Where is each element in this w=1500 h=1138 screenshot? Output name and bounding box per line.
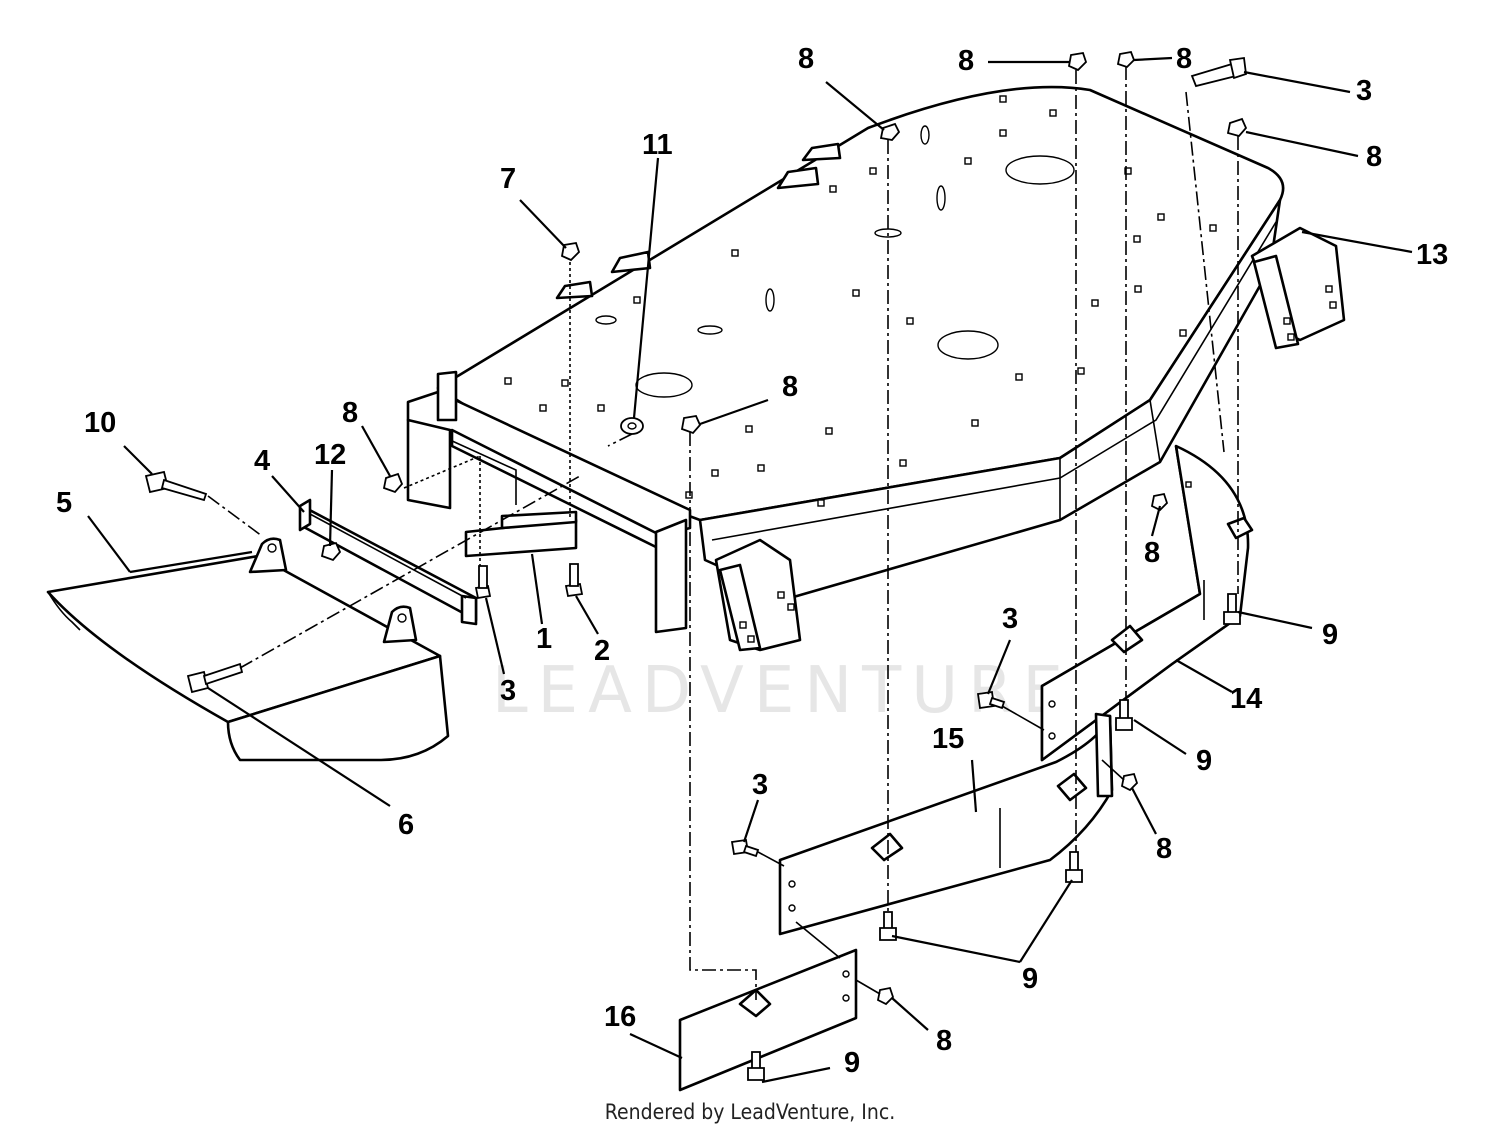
callout-label: 8 <box>1366 141 1382 173</box>
discharge-chute <box>46 554 450 762</box>
nut-icon <box>320 541 342 562</box>
rear-baffle-14 <box>1040 444 1254 762</box>
callout-label: 4 <box>254 445 270 477</box>
callout-label: 6 <box>398 809 414 841</box>
nut-icon <box>1120 772 1139 792</box>
callout-label: 13 <box>1416 239 1448 271</box>
callout-label: 8 <box>958 45 974 77</box>
bolt-icon <box>976 690 1006 710</box>
leader-lines <box>87 56 1413 1084</box>
callout-label: 9 <box>1196 745 1212 777</box>
callout-label: 8 <box>1156 833 1172 865</box>
spindle-opening <box>635 372 693 398</box>
callout-label: 8 <box>798 43 814 75</box>
baffle-plate <box>464 510 578 558</box>
callout-label: 8 <box>936 1025 952 1057</box>
callout-label: 12 <box>314 439 346 471</box>
callout-label: 1 <box>536 623 552 655</box>
watermark-text: LEADVENTURE <box>492 654 1073 728</box>
callout-label: 3 <box>752 769 768 801</box>
alignment-lines <box>207 66 1239 1000</box>
nut-icon <box>382 472 404 494</box>
spindle-opening <box>1005 155 1075 185</box>
callout-label: 3 <box>1356 75 1372 107</box>
wheel-bracket-left <box>714 538 802 652</box>
nut-icon <box>1116 50 1136 69</box>
callout-label: 11 <box>642 129 673 161</box>
callout-label: 16 <box>604 1001 636 1033</box>
washer-icon <box>620 417 644 435</box>
nut-icon <box>1226 117 1248 138</box>
callout-label: 9 <box>1022 963 1038 995</box>
callout-label: 14 <box>1230 683 1262 715</box>
callout-numbers: 8 8 8 3 8 11 7 13 8 10 8 4 12 5 8 1 2 3 … <box>56 43 1448 1079</box>
nut-icon <box>680 414 702 435</box>
hardware <box>144 50 1248 1081</box>
bolt-icon <box>144 470 208 502</box>
callout-label: 9 <box>844 1047 860 1079</box>
callout-label: 8 <box>1144 537 1160 569</box>
side-baffle-15 <box>778 712 1114 936</box>
front-channel-assembly <box>406 370 692 634</box>
nut-icon <box>876 986 895 1006</box>
bolt-icon <box>1065 851 1083 883</box>
bolt-icon <box>1190 56 1247 88</box>
callout-label: 8 <box>782 371 798 403</box>
nut-icon <box>879 122 901 141</box>
callout-label: 10 <box>84 407 116 439</box>
callout-label: 8 <box>342 397 358 429</box>
wheel-bracket-right <box>1250 226 1346 350</box>
bolt-icon <box>1115 699 1133 731</box>
spindle-opening <box>937 330 999 360</box>
bolt-icon <box>186 662 244 694</box>
nut-icon <box>1067 51 1088 72</box>
callout-label: 5 <box>56 487 72 519</box>
callout-label: 9 <box>1322 619 1338 651</box>
callout-label: 2 <box>594 635 610 667</box>
bolt-icon <box>747 1051 765 1081</box>
chute-hinge-bracket <box>248 537 418 644</box>
callout-label: 7 <box>500 163 516 195</box>
callout-label: 3 <box>1002 603 1018 635</box>
callout-label: 8 <box>1176 43 1192 75</box>
bolt-icon <box>474 565 492 600</box>
footer-credit: Rendered by LeadVenture, Inc. <box>604 1100 896 1124</box>
bolt-icon <box>564 563 584 598</box>
bolt-icon <box>730 838 760 858</box>
deck-mounting-holes <box>504 95 1217 507</box>
callout-label: 15 <box>932 723 964 755</box>
nut-icon <box>1150 492 1169 512</box>
front-baffle-16 <box>678 948 858 1092</box>
callout-label: 3 <box>500 675 516 707</box>
mower-deck-housing <box>436 85 1285 600</box>
bolt-icon <box>1223 593 1241 625</box>
